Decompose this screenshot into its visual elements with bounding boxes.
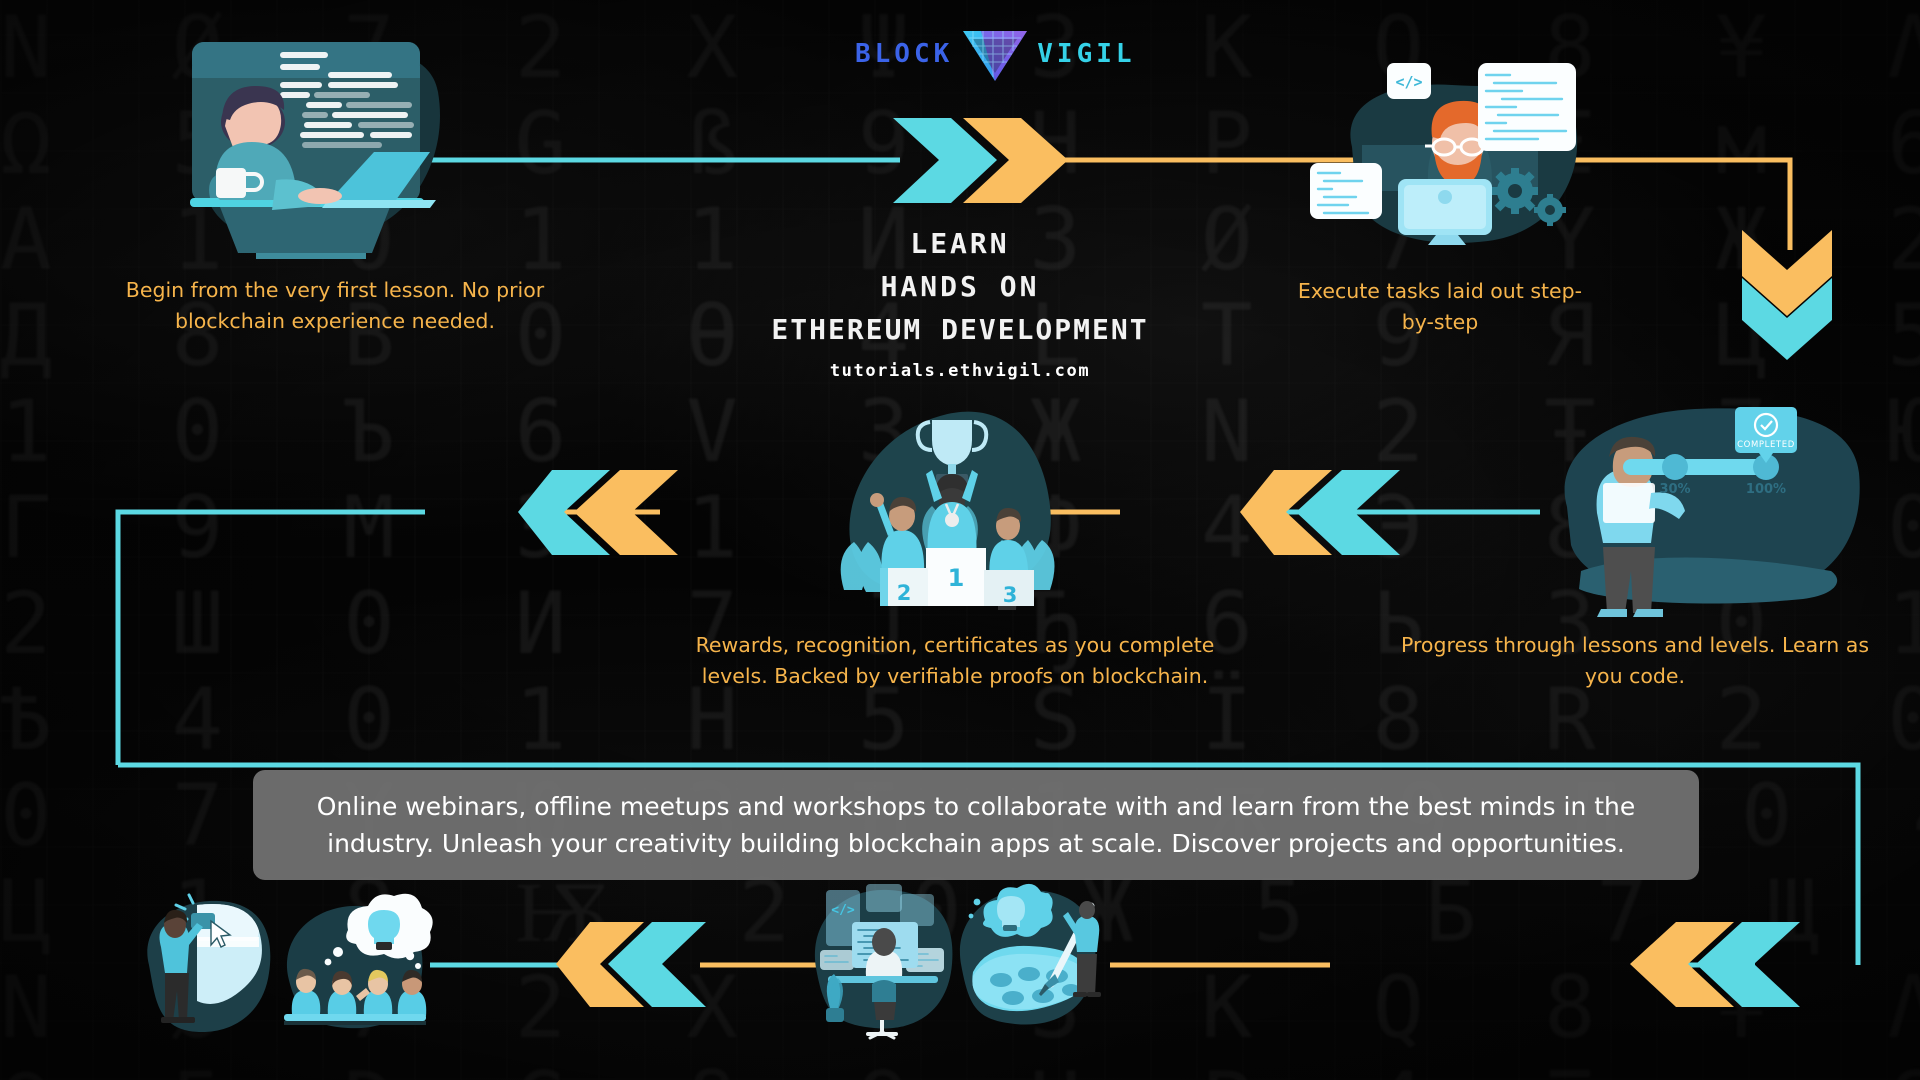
- double-chevron-left-arrow-bottom-left: [556, 922, 706, 1007]
- wire-left-wrap: [115, 509, 425, 765]
- chevron-orange: [574, 470, 678, 555]
- chevron-cyan: [1696, 922, 1800, 1007]
- chevron-orange: [1742, 230, 1832, 316]
- page-title: LEARN HANDS ON ETHEREUM DEVELOPMENT tuto…: [560, 222, 1360, 381]
- code-badge: </>: [831, 903, 855, 918]
- wire-top-right: [1055, 157, 1793, 250]
- svg-text:</>: </>: [831, 903, 855, 918]
- double-chevron-left-arrow-bottom-right: [1630, 922, 1800, 1007]
- completed-label: COMPLETED: [1737, 440, 1795, 450]
- double-chevron-down-arrow: [1742, 230, 1832, 360]
- chevron-cyan: [1742, 278, 1832, 360]
- developer-workstation-illustration: </>: [808, 872, 958, 1042]
- progress-tracking-illustration: 30% 100% COMPLETED: [1545, 395, 1875, 617]
- podium-label-1: 1: [948, 564, 965, 592]
- code-badge-card: </>: [1387, 63, 1431, 99]
- coffee-mug-icon: [216, 168, 264, 198]
- wire-banner-loop: [118, 762, 1861, 965]
- check-circle-icon: [1753, 412, 1779, 438]
- headline-line-1: LEARN: [910, 227, 1010, 260]
- chevron-orange: [1630, 922, 1734, 1007]
- chevron-orange: [556, 922, 644, 1007]
- paint-palette-creativity-illustration: [955, 872, 1101, 1037]
- bearded-developer-code-cards-illustration: </>: [1310, 55, 1600, 245]
- completed-badge: COMPLETED: [1735, 407, 1797, 463]
- podium-first: [926, 548, 986, 606]
- progress-marker-30: [1662, 454, 1688, 480]
- seated-people: [291, 968, 427, 1016]
- podium-label-3: 3: [1003, 583, 1018, 607]
- chevron-cyan: [608, 922, 706, 1007]
- code-card-left: [1310, 163, 1382, 219]
- podium-third: [984, 570, 1034, 606]
- double-chevron-right-arrow: [893, 118, 1068, 203]
- community-banner: Online webinars, offline meetups and wor…: [253, 770, 1699, 880]
- double-chevron-left-arrow-mid-left: [518, 470, 678, 555]
- chevron-orange: [963, 118, 1068, 203]
- idea-splash: [968, 883, 1053, 937]
- caption-rewards: Rewards, recognition, certificates as yo…: [695, 633, 1215, 688]
- winners-podium-trophy-illustration: 1 2 3: [822, 400, 1072, 610]
- headline-line-3: ETHEREUM DEVELOPMENT: [771, 313, 1149, 346]
- blockvigil-triangle-logo-icon: [959, 27, 1031, 83]
- site-url[interactable]: tutorials.ethvigil.com: [829, 361, 1091, 381]
- podium-label-2: 2: [897, 581, 912, 605]
- logo-word-block: BLOCK: [855, 39, 954, 69]
- headline-line-2: HANDS ON: [880, 270, 1040, 303]
- thought-cloud: [324, 893, 433, 969]
- brand-logo[interactable]: BLOCK: [855, 26, 1136, 82]
- double-chevron-left-arrow-mid-right: [1240, 470, 1400, 555]
- code-card-right: [1478, 63, 1576, 151]
- chevron-orange: [1240, 470, 1332, 555]
- group-brainstorm-lightbulb-illustration: [278, 890, 433, 1035]
- progress-label-30: 30%: [1659, 482, 1690, 497]
- caption-first-lesson: Begin from the very first lesson. No pri…: [125, 278, 545, 333]
- lightbulb-icon: [368, 910, 400, 950]
- caption-progress: Progress through lessons and levels. Lea…: [1400, 633, 1870, 688]
- svg-text:</>: </>: [1395, 73, 1422, 91]
- chevron-cyan: [893, 118, 997, 203]
- banner-text: Online webinars, offline meetups and wor…: [316, 792, 1636, 858]
- chevron-cyan: [518, 470, 610, 555]
- progress-marker-100: [1753, 454, 1779, 480]
- gear-icon: [1492, 168, 1538, 214]
- person-coding-at-desk-illustration: [170, 30, 450, 260]
- progress-label-100: 100%: [1746, 482, 1786, 497]
- caption-execute-tasks: Execute tasks laid out step-by-step: [1297, 279, 1583, 334]
- person-at-whiteboard-illustration: [135, 885, 275, 1045]
- logo-word-vigil: VIGIL: [1037, 39, 1136, 69]
- lightbulb-icon: [997, 896, 1025, 931]
- palette-wells: [990, 967, 1080, 1005]
- gear-icon-small: [1534, 194, 1566, 226]
- chevron-cyan: [1296, 470, 1400, 555]
- plant-icon: [826, 974, 844, 1022]
- mouse-pointer-icon: [210, 919, 232, 948]
